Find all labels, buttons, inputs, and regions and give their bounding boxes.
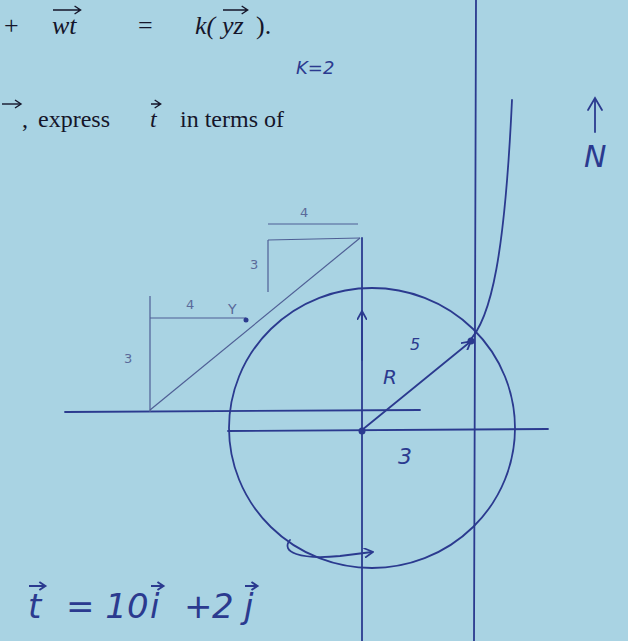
vector-name: wt xyxy=(52,12,77,41)
plus-sign: + xyxy=(4,12,19,41)
dimension: 4 xyxy=(300,206,308,220)
unit-vector: i xyxy=(150,588,159,625)
point-label: Y xyxy=(228,302,237,317)
dimension: 3 xyxy=(398,445,412,469)
vector-name: t xyxy=(150,106,157,132)
question-text: in terms of xyxy=(180,106,284,132)
unit-vector: j xyxy=(244,588,253,625)
equation-part: 2 xyxy=(212,588,234,625)
note: K=2 xyxy=(296,58,334,78)
equals-sign: = xyxy=(138,12,153,41)
dimension: 4 xyxy=(186,298,194,312)
equation-part: ). xyxy=(256,12,271,41)
vector-name: t xyxy=(28,588,41,625)
dimension: 3 xyxy=(250,258,258,272)
equation-part: k( xyxy=(195,12,215,41)
dimension: 5 xyxy=(410,336,420,354)
radius-label: R xyxy=(383,366,397,388)
vector-name: yz xyxy=(222,12,244,41)
question-text: express xyxy=(38,106,110,132)
plus-sign: + xyxy=(184,588,213,625)
equation-part: = 10 xyxy=(66,588,149,625)
dimension: 3 xyxy=(124,352,132,366)
north-label: N xyxy=(584,140,606,173)
punctuation: , xyxy=(22,106,28,132)
